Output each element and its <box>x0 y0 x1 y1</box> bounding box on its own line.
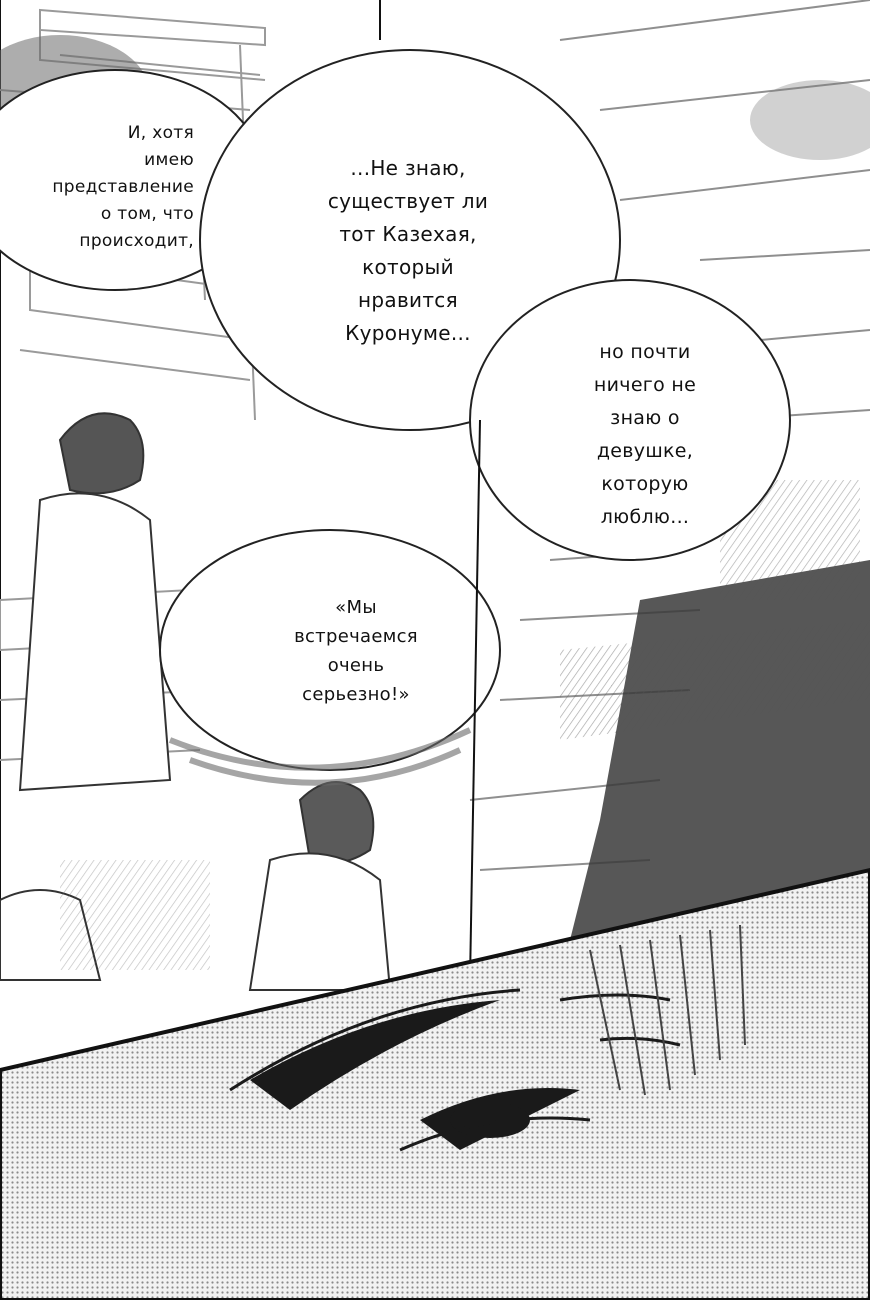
bubble-line: встречаемся <box>294 626 418 647</box>
bubble-line: Куронуме... <box>345 321 471 345</box>
bottom-panel <box>0 867 870 1300</box>
speech-bubble-center: ...Не знаю, существует ли тот Казехая, к… <box>258 152 558 350</box>
bubble-line: происходит, <box>79 231 194 251</box>
bubble-line: которую <box>601 473 689 495</box>
bubble-line: ...Не знаю, <box>350 156 466 180</box>
speech-bubble-lower: «Мы встречаемся очень серьезно!» <box>276 593 436 709</box>
bubble-line: очень <box>327 655 385 676</box>
bubble-line: имею <box>144 150 194 170</box>
bubble-line: тот Казехая, <box>339 222 477 246</box>
speech-bubble-right: но почти ничего не знаю о девушке, котор… <box>510 336 780 534</box>
bubble-line: представление <box>52 177 194 197</box>
bubble-line: нравится <box>358 288 458 312</box>
bubble-line: знаю о <box>610 407 680 429</box>
bubble-line: серьезно!» <box>302 684 410 705</box>
bubble-line: люблю... <box>600 506 690 528</box>
bubble-line: «Мы <box>335 597 377 618</box>
bubble-line: И, хотя <box>127 123 194 143</box>
bubble-line: но почти <box>599 341 691 363</box>
bubble-line: существует ли <box>327 189 489 213</box>
bubble-line: о том, что <box>100 204 194 224</box>
bubble-line: ничего не <box>593 374 697 396</box>
speech-bubble-top-left: И, хотя имею представление о том, что пр… <box>4 120 194 255</box>
bubble-line: который <box>362 255 454 279</box>
bubble-line: девушке, <box>596 440 694 462</box>
